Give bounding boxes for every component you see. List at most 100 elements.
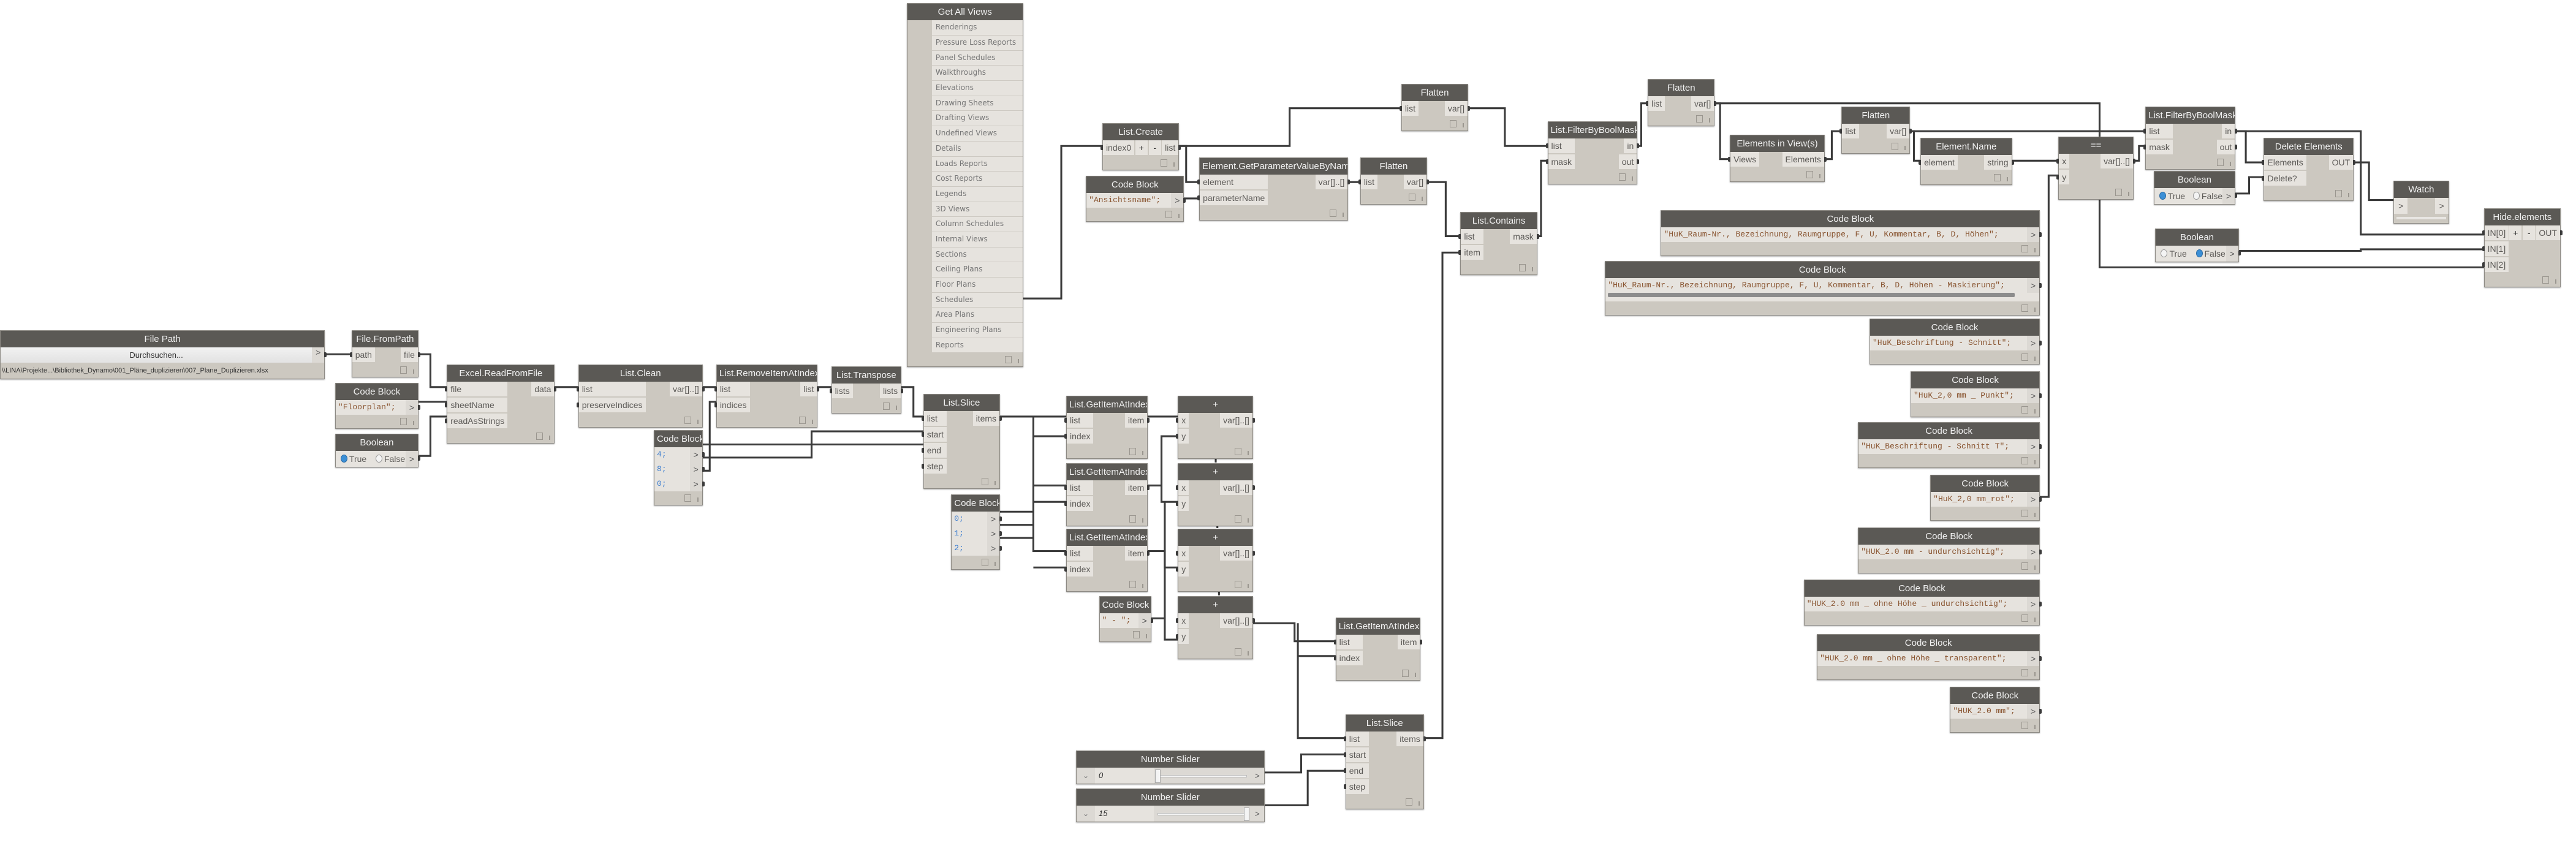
node-title[interactable]: Code Block xyxy=(1605,262,2040,279)
input-port-list[interactable]: list xyxy=(1458,229,1483,244)
output-port[interactable]: > xyxy=(689,447,705,463)
preview-toggle-icon[interactable] xyxy=(1129,581,1137,589)
input-port-delete[interactable]: Delete? xyxy=(2262,171,2306,186)
node-title[interactable]: List.GetItemAtIndex xyxy=(1066,396,1148,414)
node-title[interactable]: Code Block xyxy=(952,494,1000,512)
input-port-in-1[interactable]: IN[1] xyxy=(2482,241,2509,257)
input-port-list[interactable]: list xyxy=(1646,96,1665,111)
preview-toggle-icon[interactable] xyxy=(684,494,691,502)
code-block-node[interactable]: Code Block"HUK_2.0 mm - undurchsichtig";… xyxy=(1858,527,2042,573)
preview-toggle-icon[interactable] xyxy=(2335,190,2343,198)
input-port-element[interactable]: element xyxy=(1197,175,1268,190)
output-port[interactable]: > xyxy=(689,462,705,477)
node-title[interactable]: Boolean xyxy=(335,434,418,451)
input-port-x[interactable]: x xyxy=(1176,613,1189,629)
preview-toggle-icon[interactable] xyxy=(2021,406,2029,414)
list-item-ceiling-plans[interactable]: Ceiling Plans xyxy=(931,262,1023,278)
input-port-index[interactable]: index xyxy=(1064,562,1094,577)
output-port-var[interactable]: var[]..[] xyxy=(1220,546,1255,561)
true-radio[interactable]: True xyxy=(2156,246,2191,262)
list-item-elevations[interactable]: Elevations xyxy=(931,81,1023,96)
preview-toggle-icon[interactable] xyxy=(536,433,544,440)
node-title[interactable]: Code Block xyxy=(1869,319,2040,336)
input-port-list[interactable]: list xyxy=(1064,546,1094,561)
list-item-internal-views[interactable]: Internal Views xyxy=(931,232,1023,248)
input-port-preserveindices[interactable]: preserveIndices xyxy=(576,398,646,413)
node-title[interactable]: Code Block xyxy=(1804,580,2040,597)
preview-toggle-icon[interactable] xyxy=(2021,509,2029,517)
preview-toggle-icon[interactable] xyxy=(1161,159,1168,167)
list-item-floor-plans[interactable]: Floor Plans xyxy=(931,278,1023,293)
preview-toggle-icon[interactable] xyxy=(1234,581,1241,589)
false-radio[interactable]: False xyxy=(2188,188,2222,204)
preview-toggle-icon[interactable] xyxy=(2115,188,2122,196)
list-item-cost-reports[interactable]: Cost Reports xyxy=(931,172,1023,187)
output-port-var[interactable]: var[] xyxy=(1887,124,1912,139)
list-item-reports[interactable]: Reports xyxy=(931,338,1023,353)
output-port[interactable]: > xyxy=(1138,613,1153,629)
input-port-list[interactable]: list xyxy=(714,382,750,397)
preview-toggle-icon[interactable] xyxy=(2021,562,2029,570)
node-title[interactable]: + xyxy=(1178,529,1252,546)
preview-toggle-icon[interactable] xyxy=(1409,194,1416,202)
chevron-down-icon[interactable]: ⌄ xyxy=(1083,809,1089,818)
output-port-item[interactable]: item xyxy=(1124,546,1150,561)
input-port-in-2[interactable]: IN[2] xyxy=(2482,257,2509,273)
output-port-lists[interactable]: lists xyxy=(880,383,904,398)
slider-thumb[interactable] xyxy=(1243,807,1249,821)
preview-toggle-icon[interactable] xyxy=(2021,457,2029,465)
output-port[interactable]: > xyxy=(1171,192,1186,208)
list-item-sections[interactable]: Sections xyxy=(931,247,1023,263)
output-port-var[interactable]: var[]..[] xyxy=(1220,413,1255,428)
preview-toggle-icon[interactable] xyxy=(1330,210,1337,217)
preview-toggle-icon[interactable] xyxy=(1806,170,1813,178)
input-port-y[interactable]: y xyxy=(1176,429,1189,444)
preview-toggle-icon[interactable] xyxy=(1619,173,1626,181)
node-title[interactable]: Number Slider xyxy=(1077,751,1264,768)
node-title[interactable]: File.FromPath xyxy=(352,330,418,347)
code-block-node[interactable]: Code Block" - ";> xyxy=(1099,596,1153,643)
node-title[interactable]: Code Block xyxy=(1086,176,1184,193)
output-port[interactable]: > xyxy=(2027,491,2042,507)
preview-toggle-icon[interactable] xyxy=(2021,353,2029,361)
preview-toggle-icon[interactable] xyxy=(1993,174,2001,182)
code-block-node[interactable]: Code Block"HUK_2.0 mm _ ohne Höhe _ tran… xyxy=(1817,633,2042,680)
preview-toggle-icon[interactable] xyxy=(2021,304,2029,312)
code-text[interactable]: "Floorplan"; xyxy=(335,399,406,415)
code-block-node[interactable]: Code Block"HuK_Beschriftung - Schnitt T"… xyxy=(1858,422,2042,469)
preview-toggle-icon[interactable] xyxy=(1129,515,1137,523)
node-title[interactable]: Code Block xyxy=(654,431,702,448)
node-title[interactable]: List.FilterByBoolMask xyxy=(1548,122,1637,139)
input-port-list[interactable]: list xyxy=(921,411,947,426)
code-block-node[interactable]: Code Block"HUK_2.0 mm";> xyxy=(1950,686,2042,733)
output-port-out[interactable]: out xyxy=(2216,140,2238,155)
node-title[interactable]: List.Slice xyxy=(1346,715,1423,732)
input-port-in-0[interactable]: IN[0] xyxy=(2482,225,2509,241)
scrollbar-thumb[interactable] xyxy=(1608,293,2015,298)
preview-toggle-icon[interactable] xyxy=(1165,210,1173,218)
code-text[interactable]: 2; xyxy=(952,540,988,556)
output-port-var[interactable]: var[] xyxy=(1444,100,1471,116)
code-text[interactable]: 1; xyxy=(952,526,988,541)
preview-toggle-icon[interactable] xyxy=(1405,798,1412,806)
input-port-readasstrings[interactable]: readAsStrings xyxy=(445,414,508,429)
list-item-area-plans[interactable]: Area Plans xyxy=(931,308,1023,323)
code-block-node[interactable]: Code Block"HuK_Beschriftung - Schnitt";> xyxy=(1869,319,2042,365)
input-port-list[interactable]: list xyxy=(1333,635,1363,650)
output-port-out[interactable]: out xyxy=(1618,154,1640,170)
output-port[interactable]: > xyxy=(987,540,1002,556)
input-port-x[interactable]: x xyxy=(1176,546,1189,561)
output-port[interactable]: > xyxy=(2027,597,2042,612)
node-title[interactable]: List.RemoveItemAtIndex xyxy=(716,365,817,382)
